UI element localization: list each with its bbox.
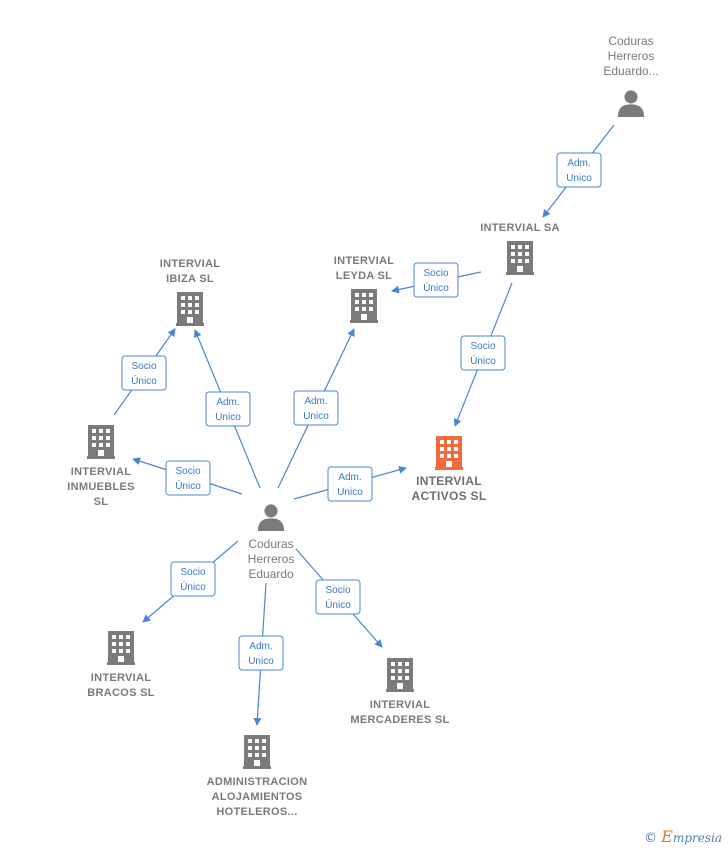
node-label[interactable]: INTERVIAL: [416, 474, 482, 488]
relation-label-box[interactable]: [327, 466, 373, 502]
relation-label-text: Adm.: [338, 472, 361, 483]
node-intervial_leyda[interactable]: INTERVIAL LEYDA SL: [334, 255, 395, 323]
relation-label-text: Único: [325, 598, 351, 611]
relation-label-text: Socio: [423, 268, 448, 279]
node-label[interactable]: SL: [94, 496, 109, 508]
relation-label-text: Único: [175, 479, 201, 492]
building-icon[interactable]: [386, 658, 414, 692]
footer-brand[interactable]: © Empresia: [644, 827, 722, 846]
copyright-icon: ©: [644, 831, 658, 846]
node-intervial_bracos[interactable]: INTERVIAL BRACOS SL: [87, 631, 154, 699]
node-p_top[interactable]: CodurasHerrerosEduardo...: [603, 34, 659, 117]
building-icon[interactable]: [176, 292, 204, 326]
edge-p_top-to-intervial_sa: Adm. Unico: [542, 124, 615, 218]
node-intervial_mercaderes[interactable]: INTERVIAL MERCADERES SL: [350, 658, 449, 726]
node-label[interactable]: ALOJAMIENTOS: [212, 791, 303, 803]
building-icon[interactable]: [87, 425, 115, 459]
node-label[interactable]: Eduardo: [248, 567, 294, 581]
brand-logo-initial: E: [661, 827, 673, 846]
node-label[interactable]: LEYDA SL: [336, 270, 392, 282]
node-label[interactable]: MERCADERES SL: [350, 714, 449, 726]
relation-label-box[interactable]: [293, 390, 339, 426]
node-label[interactable]: Herreros: [608, 49, 655, 63]
relation-label-box[interactable]: [170, 561, 216, 597]
node-label[interactable]: Coduras: [248, 537, 293, 551]
edges-layer: Adm.UnicoSocioÚnicoSocioÚnicoSocioÚnicoA…: [113, 124, 615, 726]
relation-label-text: Adm.: [304, 396, 327, 407]
relation-label-box[interactable]: [413, 262, 459, 298]
relation-label-text: Único: [470, 354, 496, 367]
brand-logo-text: mpresia: [672, 831, 722, 845]
relation-label-text: Socio: [325, 585, 350, 596]
node-administracion[interactable]: ADMINISTRACION ALOJAMIENTOS HOTELEROS...: [207, 735, 308, 818]
node-label[interactable]: ADMINISTRACION: [207, 776, 308, 788]
node-label[interactable]: INTERVIAL: [71, 466, 132, 478]
node-label[interactable]: BRACOS SL: [87, 687, 154, 699]
node-label[interactable]: Eduardo...: [603, 64, 658, 78]
relation-label-text: Adm.: [249, 641, 272, 652]
relation-label-text: Socio: [175, 466, 200, 477]
node-label[interactable]: HOTELEROS...: [216, 806, 297, 818]
node-label[interactable]: INTERVIAL SA: [480, 222, 560, 234]
relation-label-text: Socio: [180, 567, 205, 578]
node-label[interactable]: INTERVIAL: [334, 255, 395, 267]
relation-label-text: Unico: [248, 656, 274, 667]
person-icon[interactable]: [257, 504, 285, 531]
relation-label-box[interactable]: [165, 460, 211, 496]
node-intervial_inmuebles[interactable]: INTERVIAL INMUEBLES SL: [67, 425, 134, 508]
relation-label-text: Socio: [131, 361, 156, 372]
relation-label-text: Unico: [566, 173, 592, 184]
node-label[interactable]: INTERVIAL: [160, 258, 221, 270]
node-label[interactable]: Coduras: [608, 34, 653, 48]
node-label[interactable]: INTERVIAL: [91, 672, 152, 684]
node-label[interactable]: ACTIVOS SL: [411, 489, 486, 503]
building-icon[interactable]: [506, 241, 534, 275]
building-icon[interactable]: [243, 735, 271, 769]
node-label[interactable]: INMUEBLES: [67, 481, 134, 493]
edge-p_center-to-administracion: Adm. Unico: [238, 582, 284, 726]
building-icon[interactable]: [350, 289, 378, 323]
relation-label-box[interactable]: [238, 635, 284, 671]
relation-label-text: Unico: [303, 411, 329, 422]
node-intervial_sa[interactable]: INTERVIAL SA: [480, 222, 560, 275]
relation-label-text: Unico: [215, 412, 241, 423]
relation-label-text: Único: [131, 374, 157, 387]
relation-label-text: Adm.: [567, 158, 590, 169]
person-icon[interactable]: [617, 90, 645, 117]
building-icon[interactable]: [107, 631, 135, 665]
node-label[interactable]: INTERVIAL: [370, 699, 431, 711]
relation-label-text: Unico: [337, 487, 363, 498]
node-label[interactable]: IBIZA SL: [166, 273, 214, 285]
relation-label-text: Socio: [470, 341, 495, 352]
relation-label-box[interactable]: [205, 391, 251, 427]
relation-label-box[interactable]: [121, 355, 167, 391]
edge-p_center-to-intervial_ibiza: Adm. Unico: [193, 329, 261, 489]
relation-label-text: Único: [423, 281, 449, 294]
node-intervial_ibiza[interactable]: INTERVIAL IBIZA SL: [160, 258, 221, 326]
relation-label-box[interactable]: [556, 152, 602, 188]
relation-label-box[interactable]: [460, 335, 506, 371]
edge-p_center-to-intervial_activos: Adm. Unico: [293, 466, 407, 502]
relation-label-text: Adm.: [216, 397, 239, 408]
relation-label-text: Único: [180, 580, 206, 593]
node-label[interactable]: Herreros: [248, 552, 295, 566]
relation-label-box[interactable]: [315, 579, 361, 615]
building-icon[interactable]: [435, 436, 463, 470]
edge-p_center-to-intervial_leyda: Adm. Unico: [277, 328, 355, 489]
